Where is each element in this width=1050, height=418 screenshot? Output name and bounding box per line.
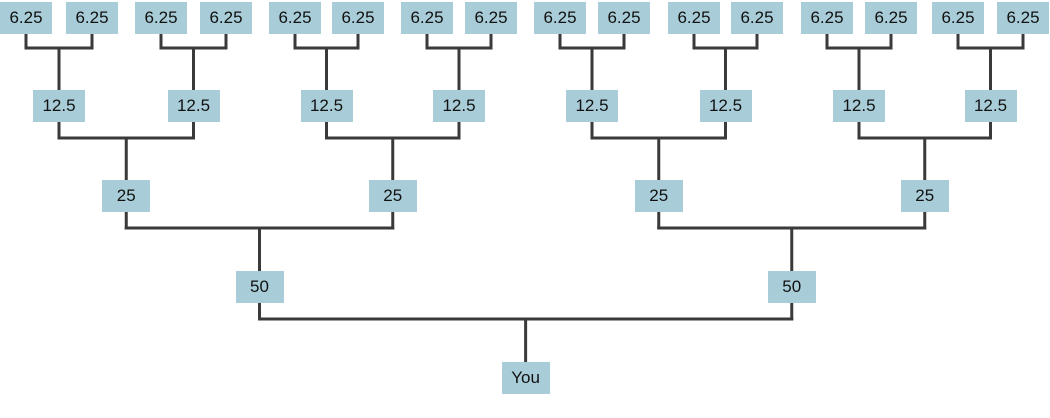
great-grandparent-node: 12.5: [566, 90, 618, 122]
great-grandparent-node: 12.5: [699, 90, 752, 122]
great-great-grandparent-node: 6.25: [598, 2, 650, 34]
great-great-grandparent-node: 6.25: [66, 2, 118, 34]
parent-node: 50: [235, 271, 284, 303]
great-great-grandparent-node: 6.25: [332, 2, 384, 34]
grandparent-node: 25: [634, 180, 683, 212]
great-grandparent-node: 12.5: [433, 90, 485, 122]
great-grandparent-node: 12.5: [167, 90, 220, 122]
great-great-grandparent-node: 6.25: [668, 2, 720, 34]
great-great-grandparent-node: 6.25: [135, 2, 187, 34]
great-great-grandparent-node: 6.25: [401, 2, 453, 34]
great-great-grandparent-node: 6.25: [801, 2, 853, 34]
great-great-grandparent-node: 6.25: [534, 2, 586, 34]
great-grandparent-node: 12.5: [833, 90, 885, 122]
great-great-grandparent-node: 6.25: [0, 2, 52, 34]
parent-node: 50: [767, 271, 816, 303]
great-great-grandparent-node: 6.25: [269, 2, 321, 34]
great-great-grandparent-node: 6.25: [865, 2, 917, 34]
great-great-grandparent-node: 6.25: [200, 2, 252, 34]
great-great-grandparent-node: 6.25: [997, 2, 1049, 34]
great-great-grandparent-node: 6.25: [932, 2, 984, 34]
great-great-grandparent-node: 6.25: [731, 2, 783, 34]
great-great-grandparent-node: 6.25: [465, 2, 517, 34]
you-node: You: [501, 362, 550, 394]
great-grandparent-node: 12.5: [33, 90, 85, 122]
grandparent-node: 25: [102, 180, 151, 212]
great-grandparent-node: 12.5: [964, 90, 1017, 122]
great-grandparent-node: 12.5: [300, 90, 353, 122]
grandparent-node: 25: [368, 180, 417, 212]
grandparent-node: 25: [900, 180, 949, 212]
